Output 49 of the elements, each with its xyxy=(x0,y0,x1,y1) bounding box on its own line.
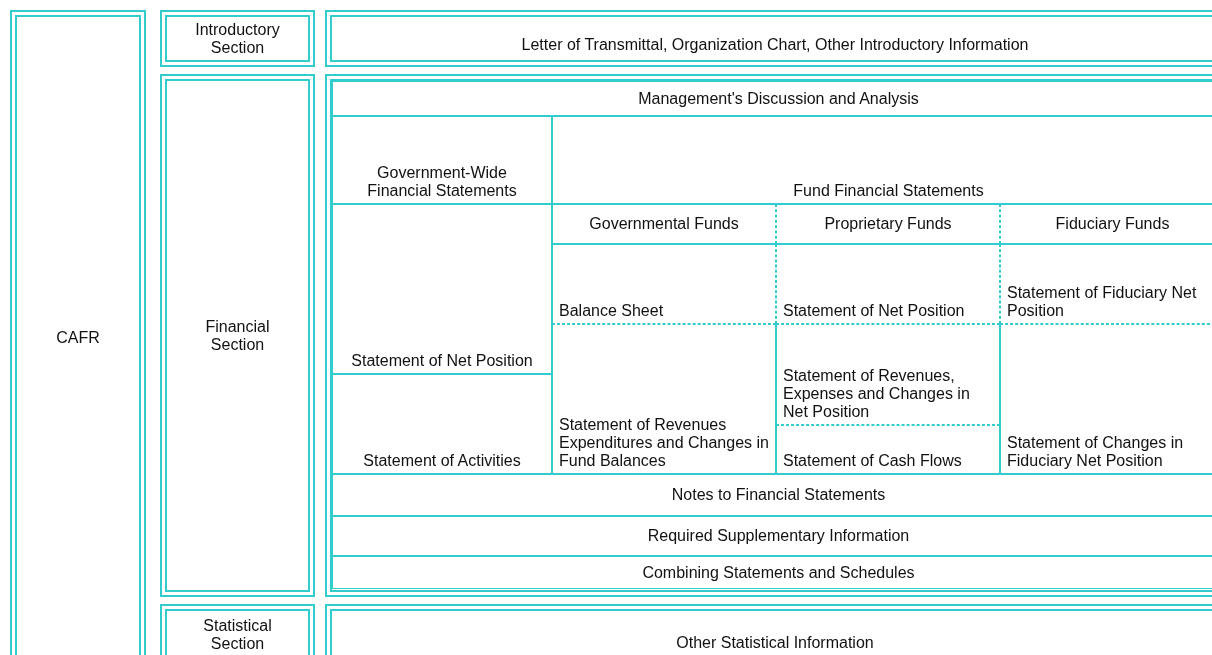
table-cell xyxy=(776,425,1000,474)
table-cell xyxy=(1000,324,1212,474)
section-box xyxy=(325,604,1212,655)
section-label: Other Statistical Information xyxy=(676,634,874,652)
section-box xyxy=(160,10,315,67)
table-cell xyxy=(552,244,776,324)
cell-text: Management's Discussion and Analysis xyxy=(638,89,919,108)
section-box xyxy=(10,10,146,655)
table-cell xyxy=(776,324,1000,425)
section-box xyxy=(160,74,315,597)
section-label: Statistical Section xyxy=(202,616,273,653)
section-box xyxy=(325,74,1212,597)
table-cell xyxy=(332,556,1212,589)
cell-text: Proprietary Funds xyxy=(824,215,952,233)
table-cell xyxy=(1000,244,1212,324)
cell-text: Required Supplementary Information xyxy=(647,527,910,545)
cell-text: Statement of Net Position xyxy=(351,352,533,370)
table-cell xyxy=(332,116,552,204)
section-label: Introductory Section xyxy=(194,20,281,57)
table-cell xyxy=(332,81,1212,116)
cell-text: Governmental Funds xyxy=(589,215,739,233)
cell-text: Fund Financial Statements xyxy=(793,182,984,200)
cell-text: Fiduciary Funds xyxy=(1055,215,1170,233)
cell-text: Statement of Net Position xyxy=(783,302,965,320)
table-cell xyxy=(552,204,776,244)
section-label: Letter of Transmittal, Organization Chart, Other Introductory Information xyxy=(521,36,1029,54)
cell-text: Balance Sheet xyxy=(559,302,664,320)
table-cell xyxy=(332,204,552,374)
cell-text: Statement of Fiduciary Net Position xyxy=(1007,284,1198,320)
cell-text: Combining Statements and Schedules xyxy=(642,563,915,582)
table-cell xyxy=(332,474,1212,516)
cell-text: Statement of Revenues Expenditures and Changes in Fund Balances xyxy=(559,416,769,470)
table-cell xyxy=(552,324,776,474)
section-box xyxy=(325,10,1212,67)
cell-text: Government-Wide Financial Statements xyxy=(366,164,518,200)
table-cell xyxy=(1000,204,1212,244)
cell-text: Statement of Revenues, Expenses and Changes in Net Position xyxy=(783,367,971,421)
table-cell xyxy=(332,516,1212,556)
section-box xyxy=(160,604,315,655)
cell-text: Notes to Financial Statements xyxy=(671,486,886,504)
table-cell xyxy=(552,116,1212,204)
section-label: Financial Section xyxy=(204,317,271,354)
table-cell xyxy=(776,244,1000,324)
table-cell xyxy=(776,204,1000,244)
cell-text: Statement of Changes in Fiduciary Net Position xyxy=(1007,434,1185,470)
section-label: CAFR xyxy=(56,328,100,347)
cell-text: Statement of Activities xyxy=(363,452,521,470)
cell-text: Statement of Cash Flows xyxy=(783,452,962,470)
table-cell xyxy=(332,374,552,474)
